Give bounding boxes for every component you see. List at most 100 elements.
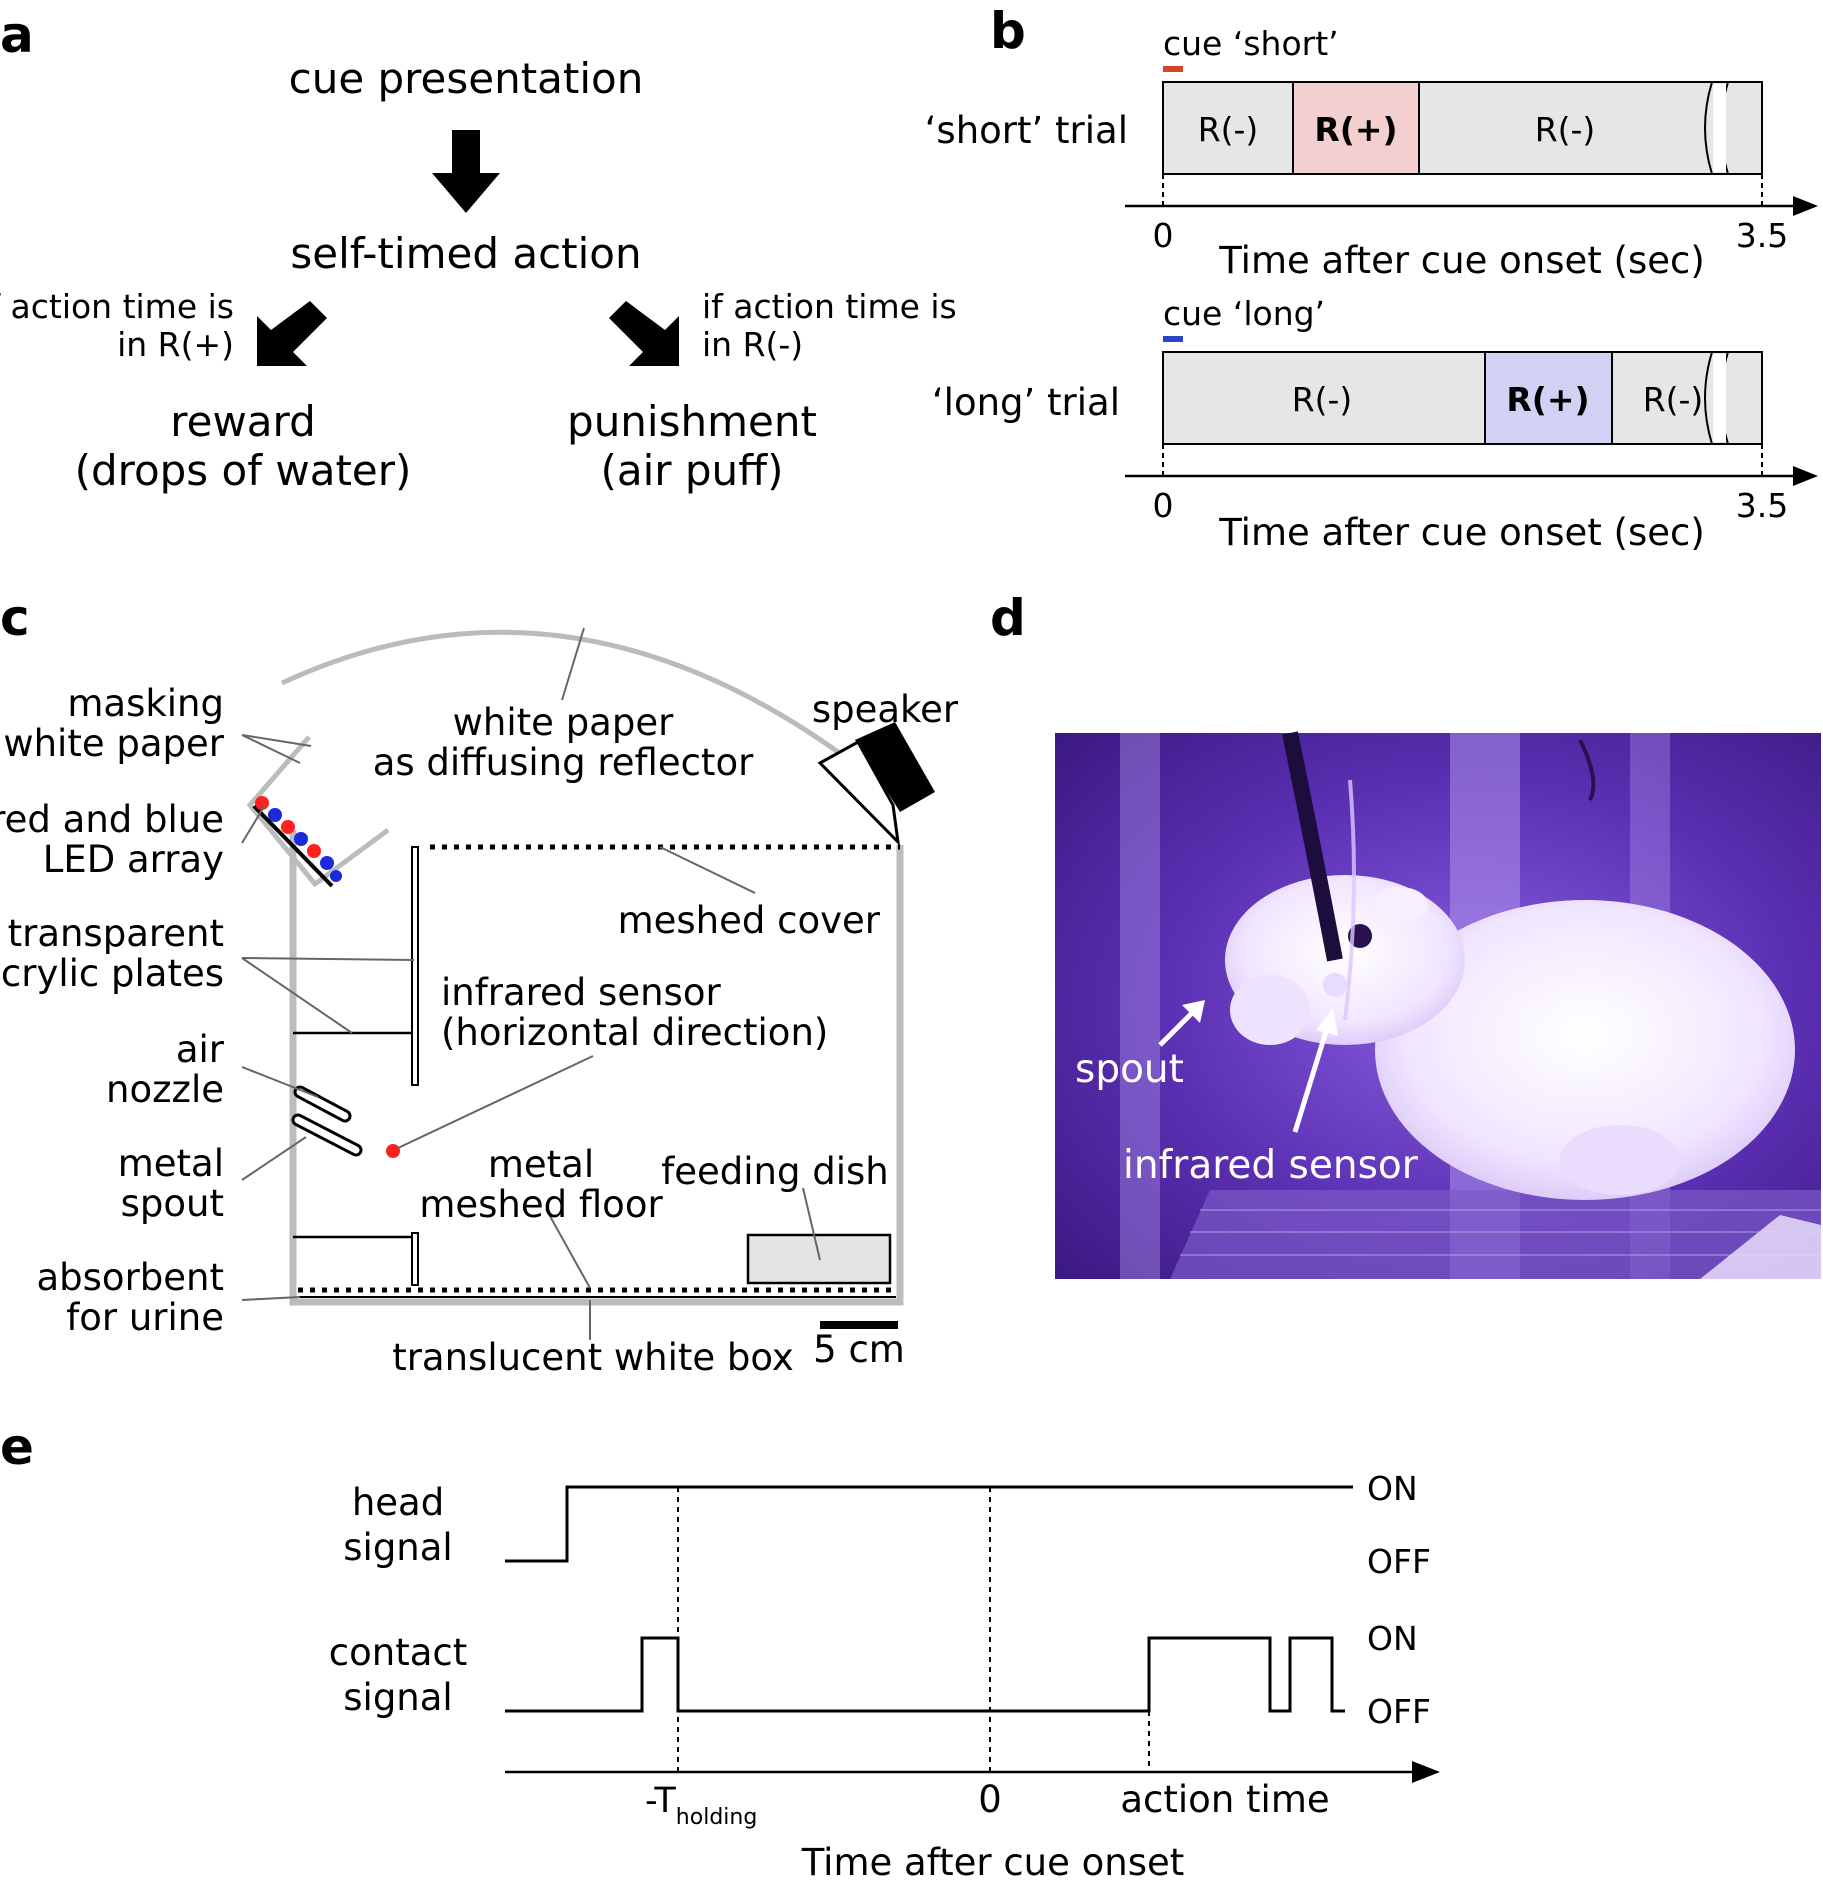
- meshed-floor-line1: metal: [488, 1143, 594, 1186]
- reflector-line1: white paper: [453, 701, 674, 744]
- panel-letter-c: c: [0, 589, 30, 647]
- mouse-photo: [1055, 731, 1821, 1279]
- meshed-floor-line2: meshed floor: [419, 1183, 663, 1226]
- feeding-dish-label: feeding dish: [661, 1150, 889, 1193]
- ir-sensor-dot: [386, 1144, 400, 1158]
- action-time-label: action time: [1120, 1778, 1329, 1821]
- panel-letter-a: a: [0, 6, 34, 64]
- long-segment-3: [1611, 351, 1763, 445]
- photo-spout-label: spout: [1075, 1047, 1184, 1092]
- panel-letter-b: b: [990, 2, 1026, 60]
- cue-long-bar: [1163, 336, 1183, 342]
- air-nozzle-line2: nozzle: [106, 1068, 224, 1111]
- white-box-label: translucent white box: [392, 1336, 794, 1379]
- leader-lines: [241, 627, 821, 1340]
- masking-paper-line1: masking: [67, 682, 224, 725]
- cue-short-bar: [1163, 66, 1183, 72]
- short-axis-label: Time after cue onset (sec): [1218, 239, 1705, 282]
- time-axis-arrowhead-e: [1412, 1761, 1440, 1783]
- led-red: [255, 796, 269, 810]
- cue-short-label: cue ‘short’: [1163, 24, 1339, 63]
- short-segment-3-label: R(-): [1535, 110, 1596, 149]
- long-segment-3-label: R(-): [1643, 380, 1704, 419]
- right-condition-line1: if action time is: [702, 287, 957, 326]
- led-red: [281, 820, 295, 834]
- spout-arrowhead: [1182, 1000, 1205, 1023]
- led-red: [307, 844, 321, 858]
- reflector-arc: [280, 629, 902, 802]
- left-condition-line1: if action time is: [0, 287, 234, 326]
- punishment-label: punishment: [567, 397, 817, 446]
- scale-bar-label: 5 cm: [813, 1328, 905, 1371]
- led-array-line1: red and blue: [0, 798, 224, 841]
- contact-signal-line1: contact: [329, 1631, 467, 1674]
- ir-sensor-line2: (horizontal direction): [441, 1011, 828, 1054]
- reflector-line2: as diffusing reflector: [373, 741, 754, 784]
- long-axis-label: Time after cue onset (sec): [1218, 511, 1705, 554]
- long-segment-2-label: R(+): [1506, 380, 1589, 419]
- meshed-cover-label: meshed cover: [618, 899, 881, 942]
- air-nozzle-line1: air: [176, 1028, 225, 1071]
- led-blue: [268, 808, 282, 822]
- long-axis-arrowhead: [1793, 466, 1818, 486]
- punishment-detail-label: (air puff): [600, 446, 783, 495]
- panel-a: a cue presentation self-timed action if …: [0, 6, 957, 495]
- metal-spout-line1: metal: [118, 1142, 224, 1185]
- short-segment-1: [1162, 81, 1294, 175]
- short-tick-end: 3.5: [1736, 216, 1788, 255]
- left-condition-line2: in R(+): [117, 325, 234, 364]
- cue-presentation-label: cue presentation: [289, 54, 644, 103]
- short-segment-1-label: R(-): [1198, 110, 1259, 149]
- zero-label: 0: [978, 1778, 1002, 1821]
- head-signal-line2: signal: [343, 1526, 452, 1569]
- panel-d: d: [990, 589, 1821, 1279]
- speaker-icon: [817, 739, 901, 847]
- contact-signal-trace: [505, 1636, 1345, 1713]
- scale-bar: [820, 1321, 898, 1329]
- head-off-label: OFF: [1367, 1542, 1431, 1581]
- short-trial-label: ‘short’ trial: [925, 109, 1128, 152]
- t-holding-label: -Tholding: [645, 1781, 757, 1830]
- short-trial: cue ‘short’ ‘short’ trial R(-) R(+) R(-)…: [925, 24, 1818, 282]
- speaker-label: speaker: [812, 688, 959, 731]
- contact-on-label: ON: [1367, 1619, 1418, 1658]
- short-tick-0: 0: [1153, 216, 1174, 255]
- short-axis-arrowhead: [1793, 196, 1818, 216]
- metal-spout-line2: spout: [121, 1182, 224, 1225]
- panel-letter-e: e: [0, 1418, 34, 1476]
- panel-b: b cue ‘short’ ‘short’ trial R(-) R(+) R(…: [925, 2, 1818, 554]
- acrylic-plate-lower: [411, 1232, 419, 1286]
- long-trial: cue ‘long’ ‘long’ trial R(-) R(+) R(-) 0…: [932, 294, 1818, 554]
- masking-paper-line2: white paper: [3, 722, 224, 765]
- reward-detail-label: (drops of water): [75, 446, 412, 495]
- head-signal-trace: [505, 1485, 1353, 1563]
- time-axis-label-e: Time after cue onset: [801, 1841, 1185, 1884]
- short-segment-2-label: R(+): [1314, 110, 1397, 149]
- absorbent-line1: absorbent: [37, 1256, 225, 1299]
- acrylic-plate-upper: [411, 846, 419, 1086]
- reward-label: reward: [170, 397, 315, 446]
- long-segment-1: [1162, 351, 1486, 445]
- ir-sensor-line1: infrared sensor: [441, 971, 721, 1014]
- contact-off-label: OFF: [1367, 1692, 1431, 1731]
- short-segment-2: [1292, 81, 1420, 175]
- contact-signal-line2: signal: [343, 1676, 452, 1719]
- panel-e: e head signal contact signal ON OFF ON O…: [0, 1418, 1440, 1884]
- left-arrow-icon: [257, 301, 327, 366]
- head-on-label: ON: [1367, 1469, 1418, 1508]
- led-blue: [320, 856, 334, 870]
- led-array-line2: LED array: [43, 838, 224, 881]
- acrylic-plates-line1: transparent: [8, 912, 224, 955]
- panel-c: c: [0, 589, 959, 1379]
- absorbent-line2: for urine: [66, 1296, 224, 1339]
- mouse-body: [1375, 900, 1795, 1200]
- led-array-holder: [246, 735, 390, 888]
- self-timed-action-label: self-timed action: [290, 229, 641, 278]
- white-box-outline: [289, 830, 904, 1306]
- head-signal-line1: head: [352, 1481, 444, 1524]
- ir-sensor-arrow: [1292, 1024, 1331, 1133]
- long-tick-0: 0: [1153, 486, 1174, 525]
- down-arrow-icon: [432, 130, 500, 213]
- long-tick-end: 3.5: [1736, 486, 1788, 525]
